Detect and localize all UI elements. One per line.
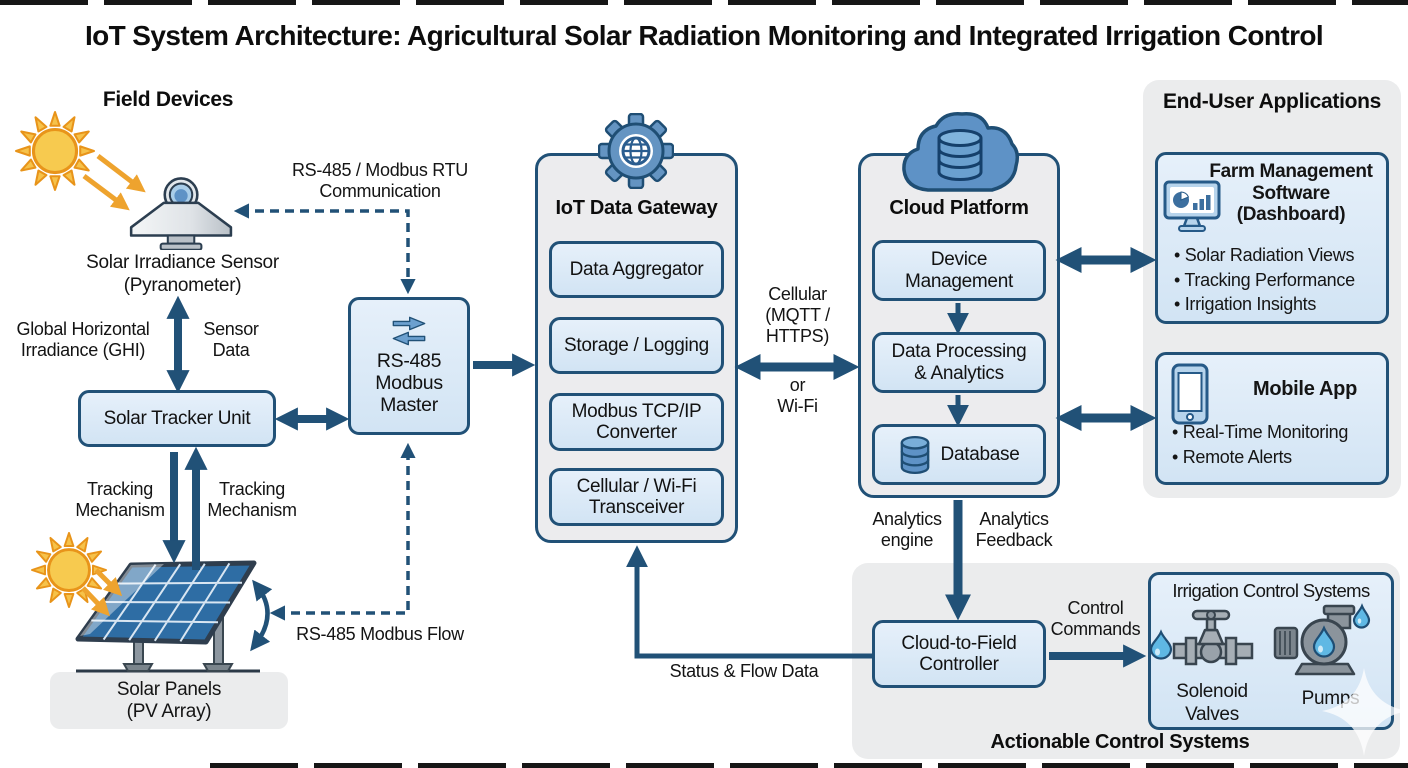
gateway-module-converter: Modbus TCP/IP Converter (549, 393, 724, 451)
or-wifi-label: or Wi-Fi (777, 375, 818, 416)
analytics-engine-label: Analytics engine (872, 509, 942, 550)
bullet-item: Irrigation Insights (1174, 292, 1386, 317)
sun-icon (15, 111, 95, 191)
analytics-feedback-label: Analytics Feedback (975, 509, 1053, 550)
cloud-to-field-controller-node: Cloud-to-Field Controller (872, 620, 1046, 688)
cloud-module-device-mgmt: Device Management (872, 240, 1046, 301)
pump-icon (1273, 603, 1371, 676)
page-title: IoT System Architecture: Agricultural So… (84, 20, 1324, 51)
valve-label: Solenoid Valves (1176, 681, 1248, 725)
dashboard-bullets: Solar Radiation Views Tracking Performan… (1174, 243, 1386, 317)
ghi-label: Global Horizontal Irradiance (GHI) (16, 319, 150, 360)
sensor-data-label: Sensor Data (203, 319, 259, 360)
mobile-app-title: Mobile App (1252, 378, 1358, 400)
smartphone-icon (1171, 363, 1209, 425)
gateway-module-aggregator: Data Aggregator (549, 241, 724, 298)
bidirectional-arrows-icon (392, 316, 426, 346)
pyranometer-icon (129, 177, 233, 250)
cloud-module-processing: Data Processing & Analytics (872, 332, 1046, 393)
mobile-bullets: Real-Time Monitoring Remote Alerts (1172, 420, 1384, 469)
arrow-status-flow (625, 545, 872, 659)
gateway-module-storage: Storage / Logging (549, 317, 724, 374)
valve-icon (1150, 609, 1254, 666)
modbus-master-node: RS-485 Modbus Master (348, 297, 470, 435)
gear-globe-icon (598, 113, 674, 189)
bullet-item: Solar Radiation Views (1174, 243, 1386, 268)
tracking-left-label: Tracking Mechanism (75, 479, 165, 520)
rtu-comm-label: RS-485 / Modbus RTU Communication (291, 160, 469, 201)
gateway-module-transceiver: Cellular / Wi-Fi Transceiver (549, 468, 724, 526)
bullet-item: Tracking Performance (1174, 268, 1386, 293)
field-devices-heading: Field Devices (102, 88, 234, 111)
water-drop-icon (1352, 603, 1371, 629)
end-user-heading: End-User Applications (1162, 90, 1382, 113)
solar-tracker-node: Solar Tracker Unit (78, 390, 276, 447)
dashboard-title: Farm Management Software (Dashboard) (1209, 161, 1373, 225)
tracking-right-label: Tracking Mechanism (207, 479, 297, 520)
cloud-database-icon (902, 112, 1020, 192)
solar-panels-label-box: Solar Panels (PV Array) (50, 672, 288, 729)
database-cylinder-icon (900, 435, 929, 474)
irrigation-title: Irrigation Control Systems (1172, 580, 1370, 601)
status-flow-label: Status & Flow Data (669, 661, 819, 681)
water-drop-icon (1150, 629, 1173, 660)
gateway-title: IoT Data Gateway (555, 197, 718, 219)
bullet-item: Real-Time Monitoring (1172, 420, 1384, 445)
control-commands-label: Control Commands (1050, 598, 1141, 639)
bullet-item: Remote Alerts (1172, 445, 1384, 470)
cloud-module-database: Database (872, 424, 1046, 485)
modbus-flow-label: RS-485 Modbus Flow (296, 624, 464, 644)
cloud-title: Cloud Platform (889, 197, 1029, 219)
cellular-label: Cellular (MQTT / HTTPS) (765, 284, 830, 346)
sensor-label: Solar Irradiance Sensor (Pyranometer) (86, 252, 279, 296)
sun-icon-2 (30, 531, 108, 609)
dashed-modbus-flow (269, 442, 416, 621)
monitor-analytics-icon (1163, 180, 1221, 232)
modbus-master-label: RS-485 Modbus Master (375, 350, 443, 416)
actionable-heading: Actionable Control Systems (990, 731, 1250, 753)
database-label: Database (940, 443, 1020, 465)
sparkle-watermark (1322, 668, 1407, 756)
solar-panel-icon (75, 560, 260, 673)
